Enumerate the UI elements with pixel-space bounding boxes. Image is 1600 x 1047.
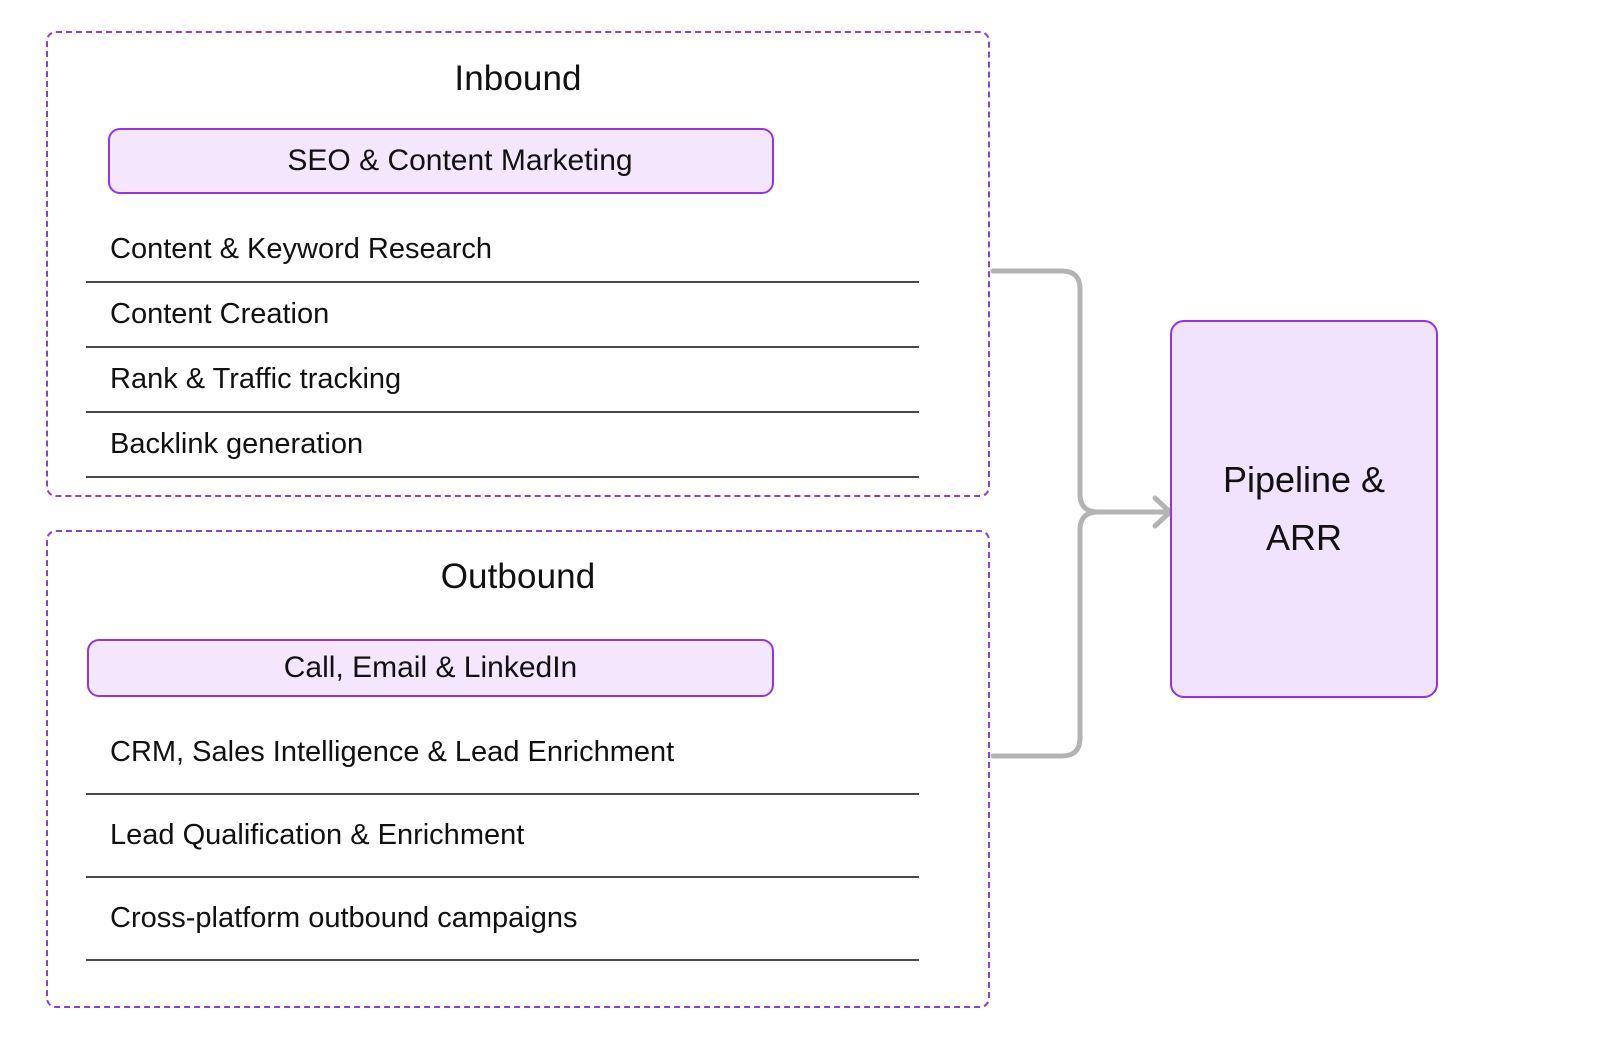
list-item-label: Cross-platform outbound campaigns [110, 902, 578, 934]
list-item[interactable]: CRM, Sales Intelligence & Lead Enrichmen… [86, 712, 919, 795]
group-outbound[interactable]: Outbound Call, Email & LinkedIn CRM, Sal… [46, 530, 990, 1008]
list-item[interactable]: Cross-platform outbound campaigns [86, 878, 919, 961]
list-item[interactable]: Content & Keyword Research [86, 218, 919, 283]
item-list-outbound: CRM, Sales Intelligence & Lead Enrichmen… [86, 712, 919, 961]
list-item-label: Lead Qualification & Enrichment [110, 819, 525, 851]
list-item[interactable]: Lead Qualification & Enrichment [86, 795, 919, 878]
list-item[interactable]: Content Creation [86, 283, 919, 348]
arrow-right-icon [1152, 495, 1173, 529]
list-item-label: Rank & Traffic tracking [110, 363, 402, 395]
list-item-label: CRM, Sales Intelligence & Lead Enrichmen… [110, 736, 675, 768]
list-item-label: Backlink generation [110, 428, 364, 460]
list-item-label: Content & Keyword Research [110, 233, 493, 265]
list-item[interactable]: Backlink generation [86, 413, 919, 478]
connector-outbound-to-outcome [990, 509, 1169, 759]
group-title-inbound: Inbound [454, 59, 582, 98]
connector-inbound-to-outcome [990, 268, 1169, 515]
list-item[interactable]: Rank & Traffic tracking [86, 348, 919, 413]
chip-call-email-linkedin[interactable]: Call, Email & LinkedIn [87, 639, 774, 697]
chip-seo-content-marketing[interactable]: SEO & Content Marketing [108, 128, 774, 194]
node-label: Pipeline & ARR [1222, 458, 1386, 558]
group-inbound[interactable]: Inbound SEO & Content Marketing Content … [46, 31, 990, 497]
node-pipeline-arr[interactable]: Pipeline & ARR [1170, 320, 1438, 698]
group-title-outbound: Outbound [440, 557, 596, 596]
item-list-inbound: Content & Keyword Research Content Creat… [86, 218, 919, 478]
list-item-label: Content Creation [110, 298, 330, 330]
chip-label: Call, Email & LinkedIn [283, 651, 578, 684]
chip-label: SEO & Content Marketing [287, 144, 633, 177]
